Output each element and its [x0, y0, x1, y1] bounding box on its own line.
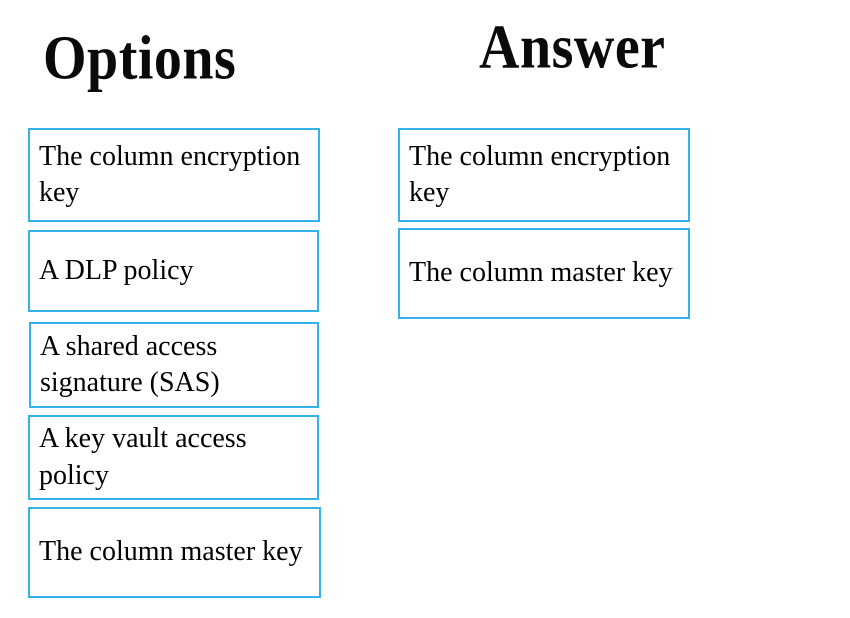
- option-label: The column encryption key: [39, 140, 301, 208]
- answer-heading: Answer: [479, 12, 666, 83]
- option-label: A shared access signature (SAS): [40, 330, 220, 398]
- option-label: A DLP policy: [39, 254, 194, 286]
- option-box-column-encryption-key[interactable]: The column encryption key: [28, 128, 320, 222]
- option-box-dlp-policy[interactable]: A DLP policy: [28, 230, 319, 312]
- option-box-shared-access-signature[interactable]: A shared access signature (SAS): [29, 322, 319, 408]
- options-heading: Options: [43, 23, 237, 94]
- option-box-column-master-key[interactable]: The column master key: [28, 507, 321, 598]
- answer-slot-1-column-encryption-key[interactable]: The column encryption key: [398, 128, 690, 222]
- option-box-key-vault-access-policy[interactable]: A key vault access policy: [28, 415, 319, 500]
- option-label: The column master key: [39, 536, 303, 568]
- answer-label: The column master key: [409, 257, 673, 289]
- answer-slot-2-column-master-key[interactable]: The column master key: [398, 228, 690, 319]
- option-label: A key vault access policy: [39, 423, 247, 491]
- answer-label: The column encryption key: [409, 140, 671, 208]
